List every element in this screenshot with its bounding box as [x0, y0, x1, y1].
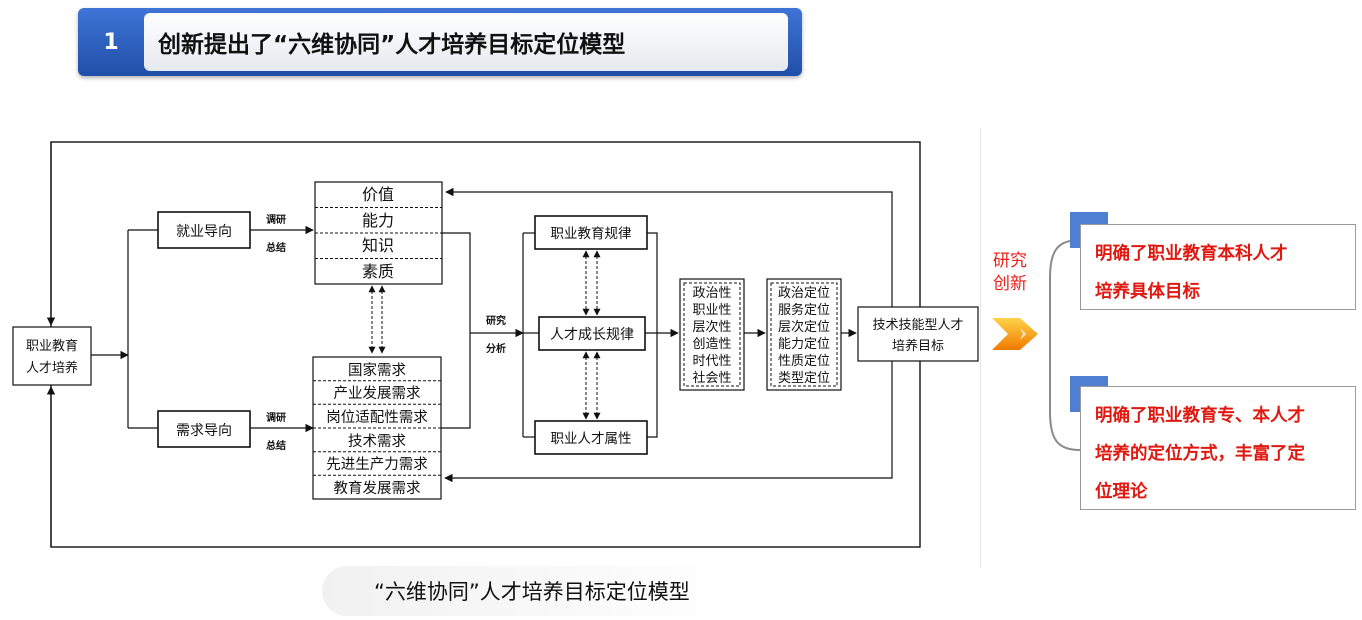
value-item: 价值 [362, 185, 394, 204]
property-item: 职业性 [692, 303, 731, 318]
result-box-2: 明确了职业教育专、本人才 培养的定位方式，丰富了定 位理论 [1080, 386, 1356, 510]
value-item: 素质 [362, 262, 394, 281]
property-item: 政治性 [692, 286, 731, 301]
start-box: 职业教育 人才培养 [12, 326, 92, 386]
survey-label-lower-2: 总结 [266, 439, 286, 452]
start-box-line-2: 人才培养 [26, 360, 78, 376]
positioning-item: 政治定位 [778, 286, 830, 301]
target-box: 技术技能型人才 培养目标 [857, 306, 979, 362]
start-box-line-1: 职业教育 [26, 338, 78, 354]
need-item: 教育发展需求 [334, 480, 421, 497]
property-item: 社会性 [692, 370, 731, 386]
positioning-item: 类型定位 [778, 371, 830, 386]
property-item: 时代性 [692, 354, 731, 369]
target-line-1: 技术技能型人才 [872, 318, 963, 333]
value-item: 知识 [362, 236, 394, 255]
svg-text:职业人才属性: 职业人才属性 [551, 431, 632, 447]
value-item: 能力 [362, 211, 394, 230]
law-attribute-box: 职业人才属性 [534, 420, 648, 455]
need-item: 岗位适配性需求 [326, 409, 428, 426]
bracket-connector [1049, 239, 1081, 451]
demand-orientation-box: 需求导向 [157, 410, 251, 448]
research-analysis-label-1: 研究 [486, 314, 506, 327]
law-education-box: 职业教育规律 [534, 215, 648, 250]
svg-text:职业教育规律: 职业教育规律 [551, 226, 632, 242]
need-item: 技术需求 [348, 433, 406, 450]
survey-label-upper-2: 总结 [266, 241, 286, 254]
diagram-caption: “六维协同”人才培养目标定位模型 [322, 566, 816, 616]
section-number: 1 [103, 29, 119, 55]
needs-box: 国家需求 产业发展需求 岗位适配性需求 技术需求 先进生产力需求 教育发展需求 [312, 356, 442, 500]
property-item: 层次性 [692, 319, 731, 335]
property-item: 创造性 [692, 337, 731, 352]
vertical-separator [980, 128, 981, 568]
law-growth-box: 人才成长规律 [538, 316, 646, 351]
need-item: 先进生产力需求 [326, 456, 428, 473]
positioning-item: 性质定位 [778, 354, 830, 369]
employment-orientation-box: 就业导向 [157, 211, 251, 249]
target-line-2: 培养目标 [892, 338, 944, 354]
chevron-right-icon [992, 318, 1038, 350]
need-item: 国家需求 [348, 362, 406, 379]
survey-label-lower-1: 调研 [266, 411, 286, 424]
svg-text:就业导向: 就业导向 [176, 224, 232, 240]
research-innovation-label: 研究 创新 [993, 251, 1027, 294]
values-box: 价值 能力 知识 素质 [314, 181, 443, 285]
svg-text:人才成长规律: 人才成长规律 [550, 327, 634, 343]
result-box-1: 明确了职业教育本科人才 培养具体目标 [1080, 224, 1356, 310]
positioning-item: 层次定位 [778, 319, 830, 335]
section-header: 1 创新提出了“六维协同”人才培养目标定位模型 [78, 8, 802, 76]
section-title: 创新提出了“六维协同”人才培养目标定位模型 [144, 13, 788, 71]
research-analysis-label-2: 分析 [486, 342, 506, 355]
positioning-box: 政治定位 服务定位 层次定位 能力定位 性质定位 类型定位 [766, 278, 842, 391]
svg-text:需求导向: 需求导向 [176, 423, 232, 439]
positioning-item: 能力定位 [778, 337, 830, 352]
positioning-item: 服务定位 [778, 302, 830, 318]
survey-label-upper-1: 调研 [266, 213, 286, 226]
properties-box: 政治性 职业性 层次性 创造性 时代性 社会性 [679, 278, 745, 391]
need-item: 产业发展需求 [334, 385, 421, 402]
